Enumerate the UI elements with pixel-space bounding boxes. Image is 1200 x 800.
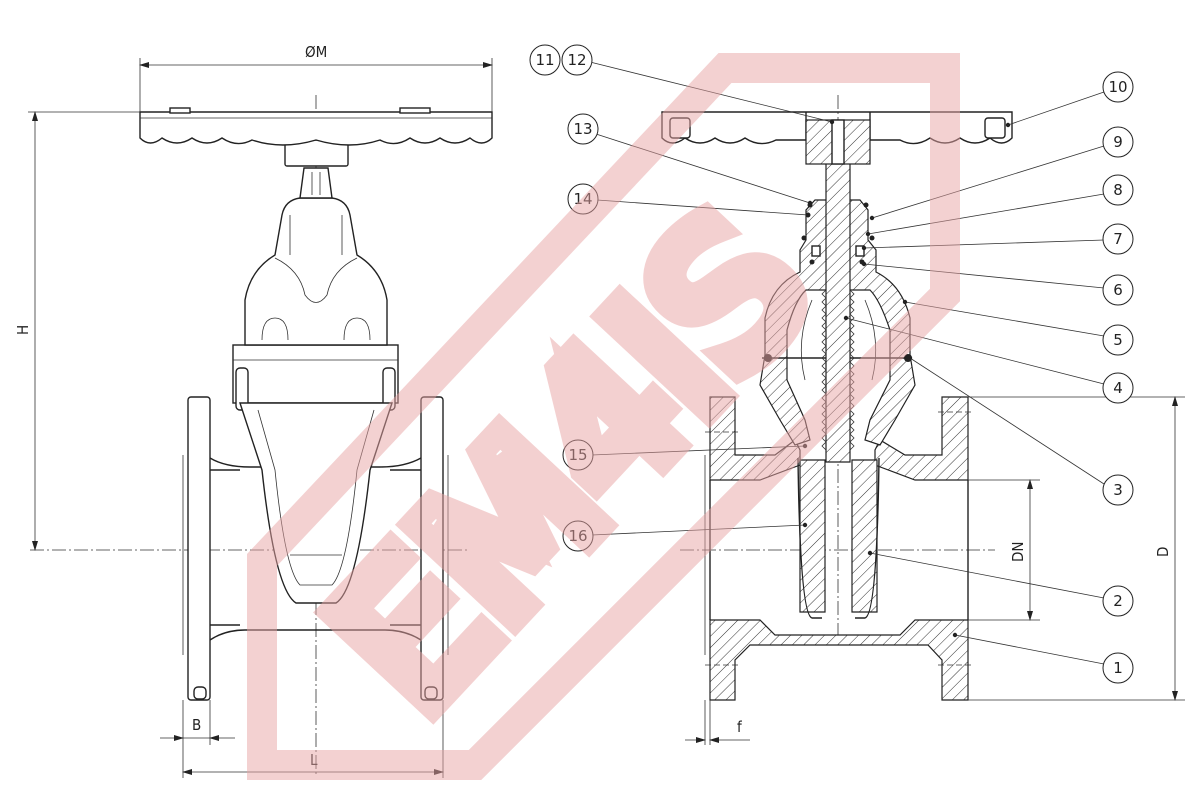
callout-10: 10 [1102, 71, 1134, 103]
callout-9: 9 [1102, 126, 1134, 158]
section-handwheel [661, 111, 1013, 145]
callout-7: 7 [1102, 223, 1134, 255]
callout-5: 5 [1102, 324, 1134, 356]
dimension-m-label: ØM [305, 43, 327, 61]
bonnet [244, 197, 388, 346]
callout-6: 6 [1102, 274, 1134, 306]
callout-1: 1 [1102, 652, 1134, 684]
svg-text:3: 3 [1113, 481, 1123, 499]
svg-text:1: 1 [1113, 659, 1123, 677]
dimension-dn-label: DN [1009, 542, 1027, 563]
callout-4: 4 [1102, 372, 1134, 404]
svg-text:7: 7 [1113, 230, 1123, 248]
dimension-b-label: B [192, 716, 201, 734]
callout-12: 12 [561, 44, 593, 76]
callout-3: 3 [1102, 474, 1134, 506]
svg-text:13: 13 [573, 120, 592, 138]
handwheel [139, 111, 493, 146]
svg-text:16: 16 [568, 527, 587, 545]
callouts: 11 12 13 14 15 16 10 9 8 7 6 5 4 3 2 1 [529, 44, 1134, 684]
section-view-dimensions: D DN f [685, 396, 1185, 745]
svg-text:12: 12 [567, 51, 586, 69]
svg-text:4: 4 [1113, 379, 1123, 397]
svg-text:5: 5 [1113, 331, 1123, 349]
callout-11: 11 [529, 44, 561, 76]
callout-13: 13 [567, 113, 599, 145]
callout-15: 15 [562, 439, 594, 471]
svg-text:8: 8 [1113, 181, 1123, 199]
callout-8: 8 [1102, 174, 1134, 206]
svg-text:15: 15 [568, 446, 587, 464]
svg-text:11: 11 [535, 51, 554, 69]
callout-16: 16 [562, 520, 594, 552]
left-flange [187, 396, 211, 701]
svg-text:9: 9 [1113, 133, 1123, 151]
dimension-h-label: H [14, 325, 32, 335]
svg-text:2: 2 [1113, 592, 1123, 610]
svg-text:10: 10 [1108, 78, 1127, 96]
svg-text:6: 6 [1113, 281, 1123, 299]
dimension-f-label: f [737, 718, 743, 736]
bonnet-flange [232, 344, 399, 404]
dimension-d-label: D [1154, 547, 1172, 557]
callout-2: 2 [1102, 585, 1134, 617]
